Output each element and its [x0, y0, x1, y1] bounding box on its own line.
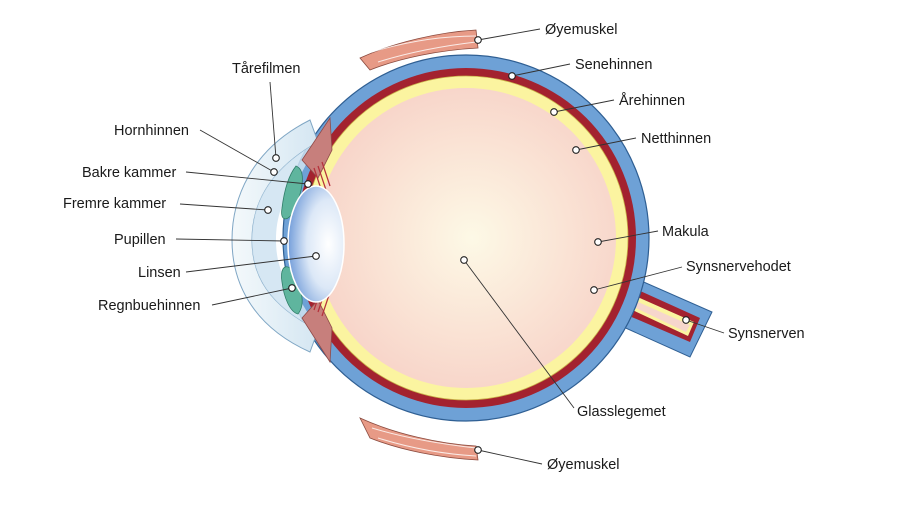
label-pupillen: Pupillen — [114, 232, 166, 248]
label-hornhinnen: Hornhinnen — [114, 123, 189, 139]
leader-dots — [264, 36, 690, 454]
label-arehinnen: Årehinnen — [619, 92, 685, 109]
anterior-chamber — [252, 142, 318, 330]
label-fremre-kammer: Fremre kammer — [63, 196, 166, 212]
vitreous-body — [316, 88, 616, 388]
label-oyemuskel-bottom: Øyemuskel — [547, 457, 620, 473]
label-bakre-kammer: Bakre kammer — [82, 165, 176, 181]
label-makula: Makula — [662, 224, 710, 240]
iris-top — [281, 165, 303, 220]
labels: Øyemuskel Senehinnen Årehinnen Netthinne… — [63, 22, 805, 473]
leader-lines — [175, 28, 725, 465]
label-senehinnen: Senehinnen — [575, 57, 652, 73]
ciliary-body-top — [301, 116, 333, 179]
eye-muscle-bottom — [359, 417, 479, 461]
label-glasslegemet: Glasslegemet — [577, 404, 666, 420]
label-regnbuehinnen: Regnbuehinnen — [98, 298, 200, 314]
lens — [287, 185, 345, 303]
label-synsnerven: Synsnerven — [728, 326, 805, 342]
label-synsnervehodet: Synsnervehodet — [686, 259, 791, 275]
eye-muscle-top — [359, 29, 479, 71]
label-linsen: Linsen — [138, 265, 181, 281]
label-tarefilmen: Tårefilmen — [232, 61, 301, 77]
label-oyemuskel-top: Øyemuskel — [545, 22, 618, 38]
label-netthinnen: Netthinnen — [641, 131, 711, 147]
